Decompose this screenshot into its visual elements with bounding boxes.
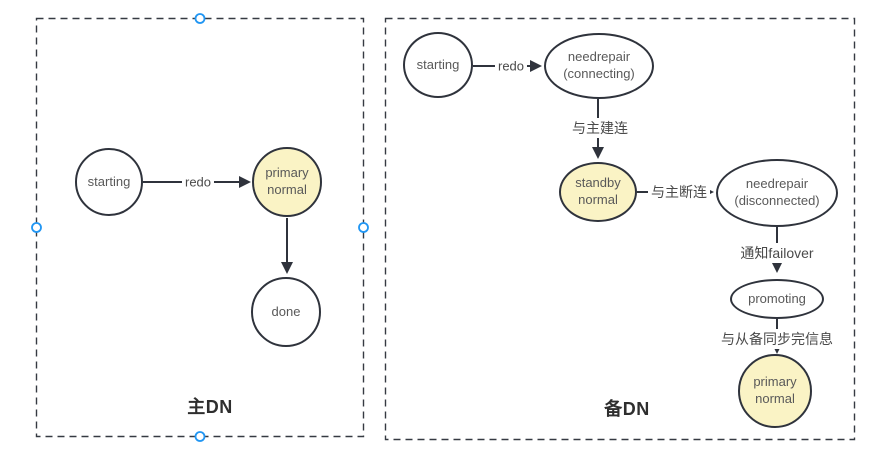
node-primary-dn-starting[interactable]: starting xyxy=(75,148,143,216)
panel-title-primary-dn[interactable]: 主DN xyxy=(187,397,233,417)
edge-label-redo-primary[interactable]: redo xyxy=(181,174,215,190)
node-standby-dn-primary-normal[interactable]: primary normal xyxy=(738,354,812,428)
selection-handle-right-icon[interactable] xyxy=(358,222,369,233)
node-standby-dn-needrepair-connecting[interactable]: needrepair (connecting) xyxy=(544,33,654,99)
edge-label-redo-standby[interactable]: redo xyxy=(494,58,528,74)
node-label: primary normal xyxy=(753,374,797,406)
panel-primary-dn-border[interactable] xyxy=(35,17,365,438)
edge-label-connect-to-primary[interactable]: 与主建连 xyxy=(569,118,631,138)
node-primary-dn-done[interactable]: done xyxy=(251,277,321,347)
node-primary-dn-primary-normal[interactable]: primary normal xyxy=(252,147,322,217)
edge-label-disconnect-from-primary[interactable]: 与主断连 xyxy=(648,182,710,202)
node-label: starting xyxy=(416,56,460,72)
node-label: standby normal xyxy=(575,175,621,207)
selection-handle-left-icon[interactable] xyxy=(31,222,42,233)
node-label: promoting xyxy=(748,290,806,306)
selection-handle-bottom-icon[interactable] xyxy=(194,431,206,442)
node-standby-dn-starting[interactable]: starting xyxy=(403,32,473,98)
edge-label-notify-failover[interactable]: 通知failover xyxy=(737,243,817,263)
node-label: done xyxy=(271,303,301,319)
node-label: needrepair (connecting) xyxy=(563,49,635,81)
panel-standby-dn-border[interactable] xyxy=(384,17,856,441)
edge-label-sync-complete[interactable]: 与从备同步完信息 xyxy=(718,329,836,349)
node-label: needrepair (disconnected) xyxy=(734,176,820,208)
node-label: primary normal xyxy=(265,165,309,197)
node-standby-dn-standby-normal[interactable]: standby normal xyxy=(559,162,637,222)
panel-title-standby-dn[interactable]: 备DN xyxy=(604,399,650,419)
selection-handle-top-icon[interactable] xyxy=(194,13,206,24)
node-standby-dn-promoting[interactable]: promoting xyxy=(730,279,824,319)
node-label: starting xyxy=(87,173,131,189)
node-standby-dn-needrepair-disconnected[interactable]: needrepair (disconnected) xyxy=(716,159,838,227)
